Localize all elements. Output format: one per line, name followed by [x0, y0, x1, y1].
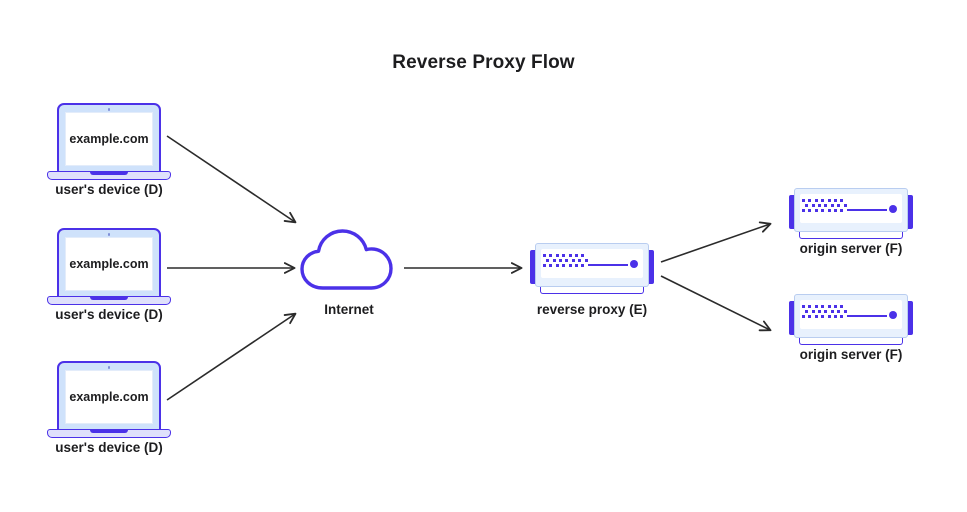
server-base — [540, 287, 644, 294]
camera-dot-icon — [107, 366, 111, 369]
screen-url-text: example.com — [69, 390, 149, 404]
server-base — [799, 338, 903, 345]
page-title: Reverse Proxy Flow — [392, 52, 575, 73]
cloud-icon — [300, 229, 393, 290]
laptop-icon: example.com — [47, 103, 171, 191]
origin-1-label: origin server (F) — [799, 241, 903, 256]
server-status-dot-icon — [889, 311, 897, 319]
server-cap-right — [903, 195, 913, 229]
server-panel — [800, 300, 902, 329]
internet-label: Internet — [324, 302, 374, 317]
laptop-lid: example.com — [57, 361, 161, 431]
laptop-screen: example.com — [65, 112, 153, 166]
laptop-icon: example.com — [47, 361, 171, 449]
server-icon — [789, 294, 913, 346]
server-panel — [541, 249, 643, 278]
server-cap-right — [644, 250, 654, 284]
camera-dot-icon — [107, 108, 111, 111]
server-cap-right — [903, 301, 913, 335]
reverse-proxy-label: reverse proxy (E) — [536, 302, 648, 317]
server-base — [799, 232, 903, 239]
laptop-lid: example.com — [57, 228, 161, 298]
server-status-line-icon — [847, 315, 887, 317]
server-icon — [789, 188, 913, 240]
laptop-screen: example.com — [65, 370, 153, 424]
server-icon — [530, 243, 654, 295]
client-1-label: user's device (D) — [55, 182, 163, 197]
camera-dot-icon — [107, 233, 111, 236]
server-status-dot-icon — [630, 260, 638, 268]
server-panel — [800, 194, 902, 223]
edge-client3-internet — [166, 312, 297, 401]
edge-proxy-origin1 — [660, 221, 772, 263]
server-status-line-icon — [847, 209, 887, 211]
edge-client1-internet — [166, 135, 297, 224]
screen-url-text: example.com — [69, 257, 149, 271]
laptop-notch — [90, 296, 128, 300]
laptop-icon: example.com — [47, 228, 171, 316]
screen-url-text: example.com — [69, 132, 149, 146]
laptop-notch — [90, 429, 128, 433]
laptop-screen: example.com — [65, 237, 153, 291]
client-3-label: user's device (D) — [55, 440, 163, 455]
origin-2-label: origin server (F) — [799, 347, 903, 362]
server-status-line-icon — [588, 264, 628, 266]
edge-proxy-origin2 — [660, 275, 772, 332]
client-2-label: user's device (D) — [55, 307, 163, 322]
laptop-lid: example.com — [57, 103, 161, 173]
laptop-notch — [90, 171, 128, 175]
server-body — [794, 188, 908, 232]
server-status-dot-icon — [889, 205, 897, 213]
